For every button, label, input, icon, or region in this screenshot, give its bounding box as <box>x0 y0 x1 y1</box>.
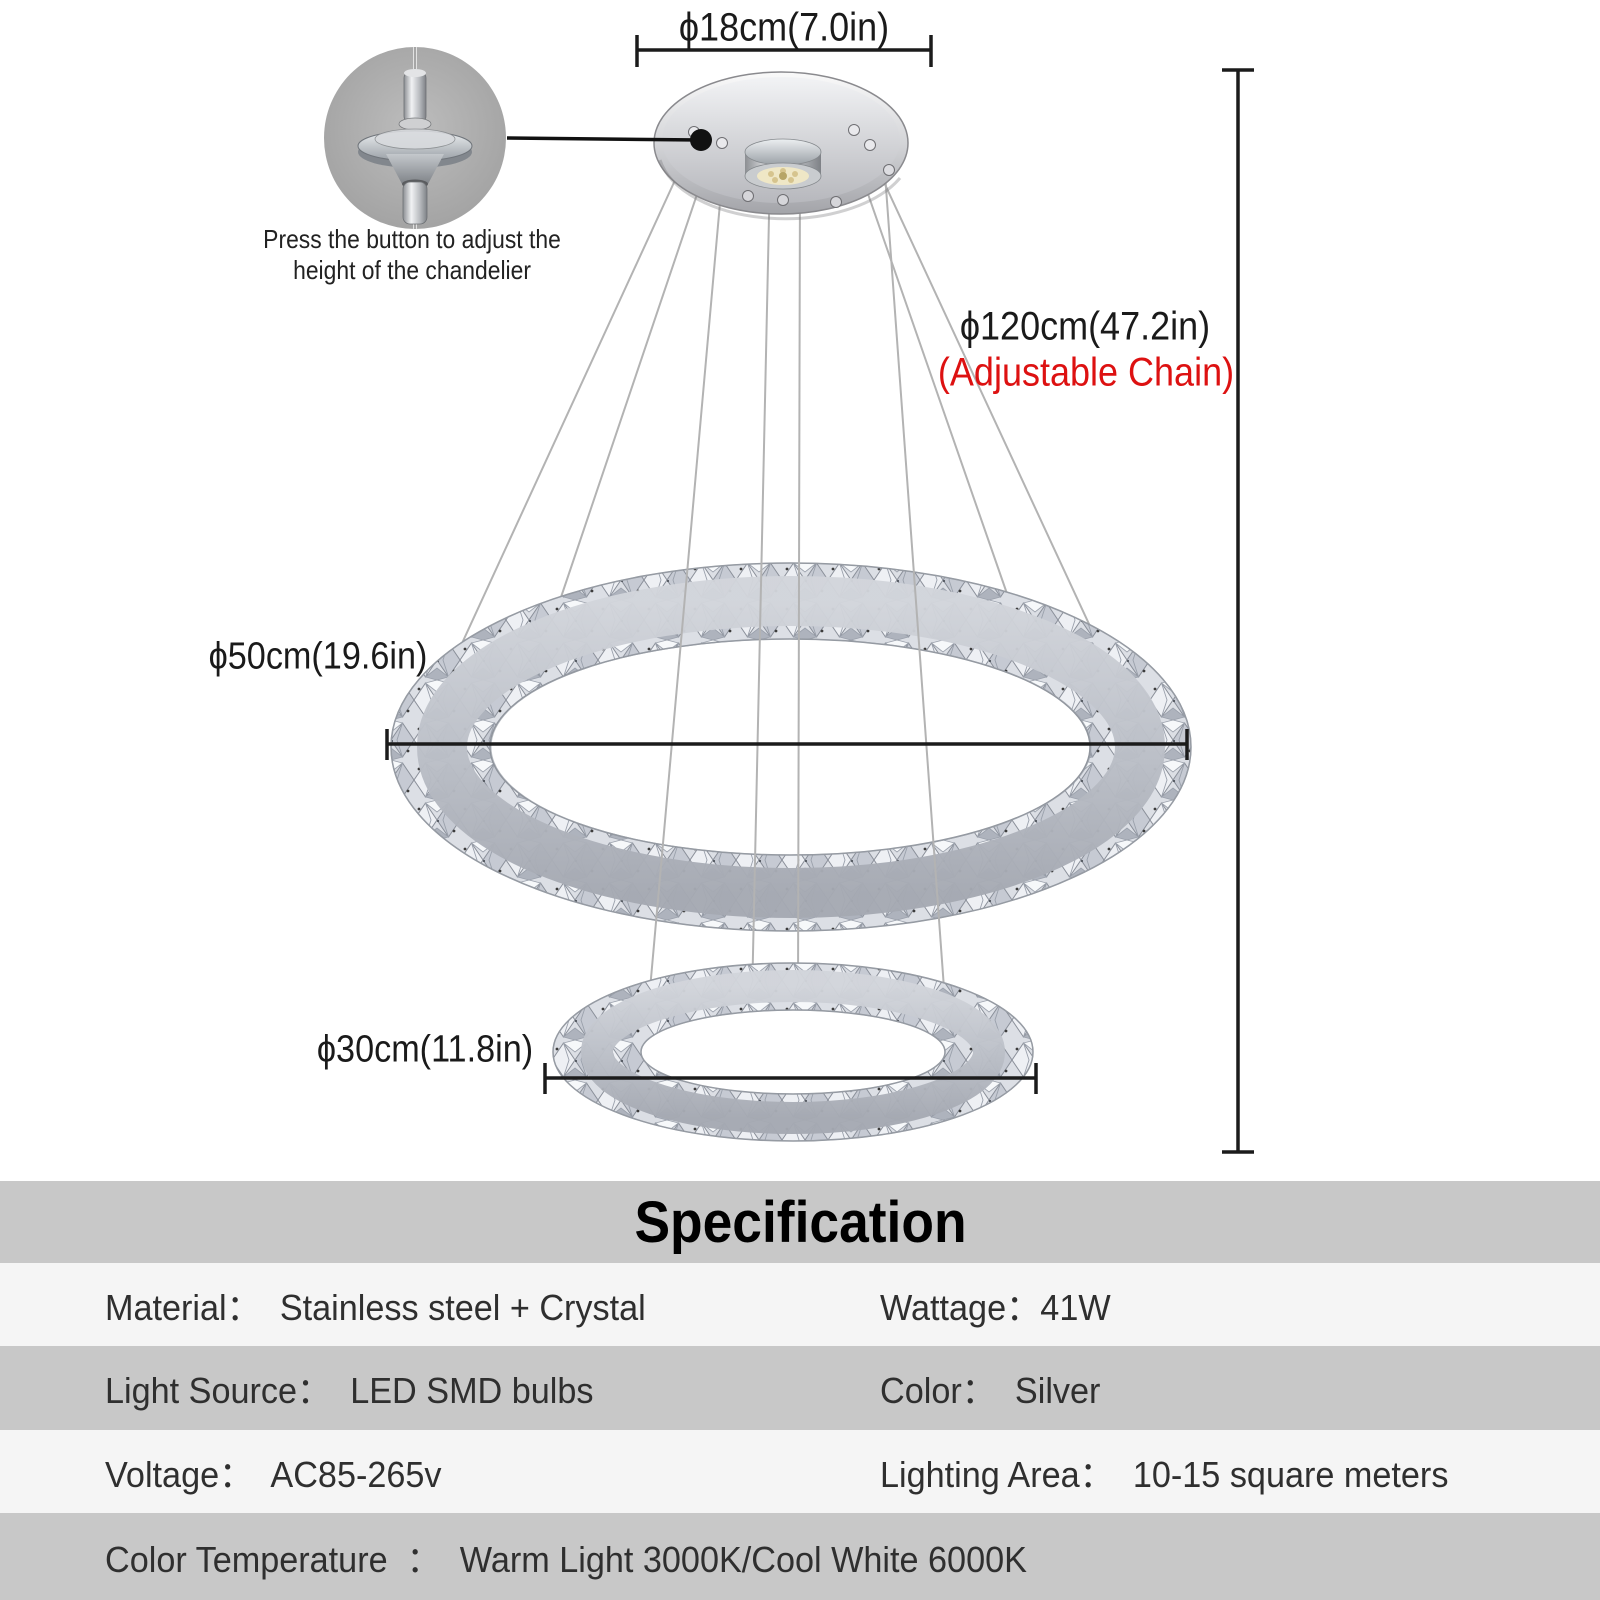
spec-cell-voltage: Voltage： AC85-265v <box>105 1453 442 1495</box>
spec-row-voltage-area: Voltage： AC85-265v Lighting Area： 10-15 … <box>0 1430 1600 1513</box>
led-module <box>744 138 822 190</box>
dim-line-canopy <box>635 35 933 67</box>
spec-cell-light-source: Light Source： LED SMD bulbs <box>105 1370 594 1411</box>
large-crystal-ring <box>390 562 1192 932</box>
spec-cell-color: Color： Silver <box>880 1370 1101 1411</box>
dim-line-large-ring <box>385 729 1189 760</box>
spec-row-material-wattage: Material： Stainless steel + Crystal Watt… <box>0 1263 1600 1346</box>
spec-cell-material: Material： Stainless steel + Crystal <box>105 1286 646 1328</box>
callout-dot <box>690 129 712 151</box>
chain-dimension-label: ϕ120cm(47.2in) <box>959 304 1211 349</box>
ceiling-canopy <box>653 71 909 221</box>
inset-detail <box>324 47 506 229</box>
dim-line-chain <box>1222 68 1254 1154</box>
canopy-dimension-label: ϕ18cm(7.0in) <box>678 5 890 50</box>
spec-title: Specification <box>633 1189 967 1255</box>
spec-row-lightsource-color: Light Source： LED SMD bulbs Color： Silve… <box>0 1346 1600 1430</box>
suspension-wires-small <box>647 157 947 1017</box>
dim-line-small-ring <box>543 1063 1038 1094</box>
adjustable-chain-note: (Adjustable Chain) <box>937 350 1235 395</box>
large-ring-dimension-label: ϕ50cm(19.6in) <box>208 635 428 678</box>
spec-row-color-temperature: Color Temperature ： Warm Light 3000K/Coo… <box>0 1513 1600 1600</box>
small-crystal-ring <box>552 962 1034 1142</box>
spec-table: Specification Material： Stainless steel … <box>0 1181 1600 1600</box>
callout-line <box>506 129 712 151</box>
spec-cell-wattage: Wattage：41W <box>880 1286 1111 1328</box>
suspension-wires-large <box>457 147 1103 653</box>
inset-caption: Press the button to adjust the height of… <box>263 224 561 285</box>
spec-cell-color-temperature: Color Temperature ： Warm Light 3000K/Coo… <box>105 1538 1027 1580</box>
chandelier-diagram <box>324 35 1254 1154</box>
spec-cell-lighting-area: Lighting Area： 10-15 square meters <box>880 1453 1449 1495</box>
spec-header: Specification <box>0 1181 1600 1263</box>
small-ring-dimension-label: ϕ30cm(11.8in) <box>316 1028 534 1071</box>
